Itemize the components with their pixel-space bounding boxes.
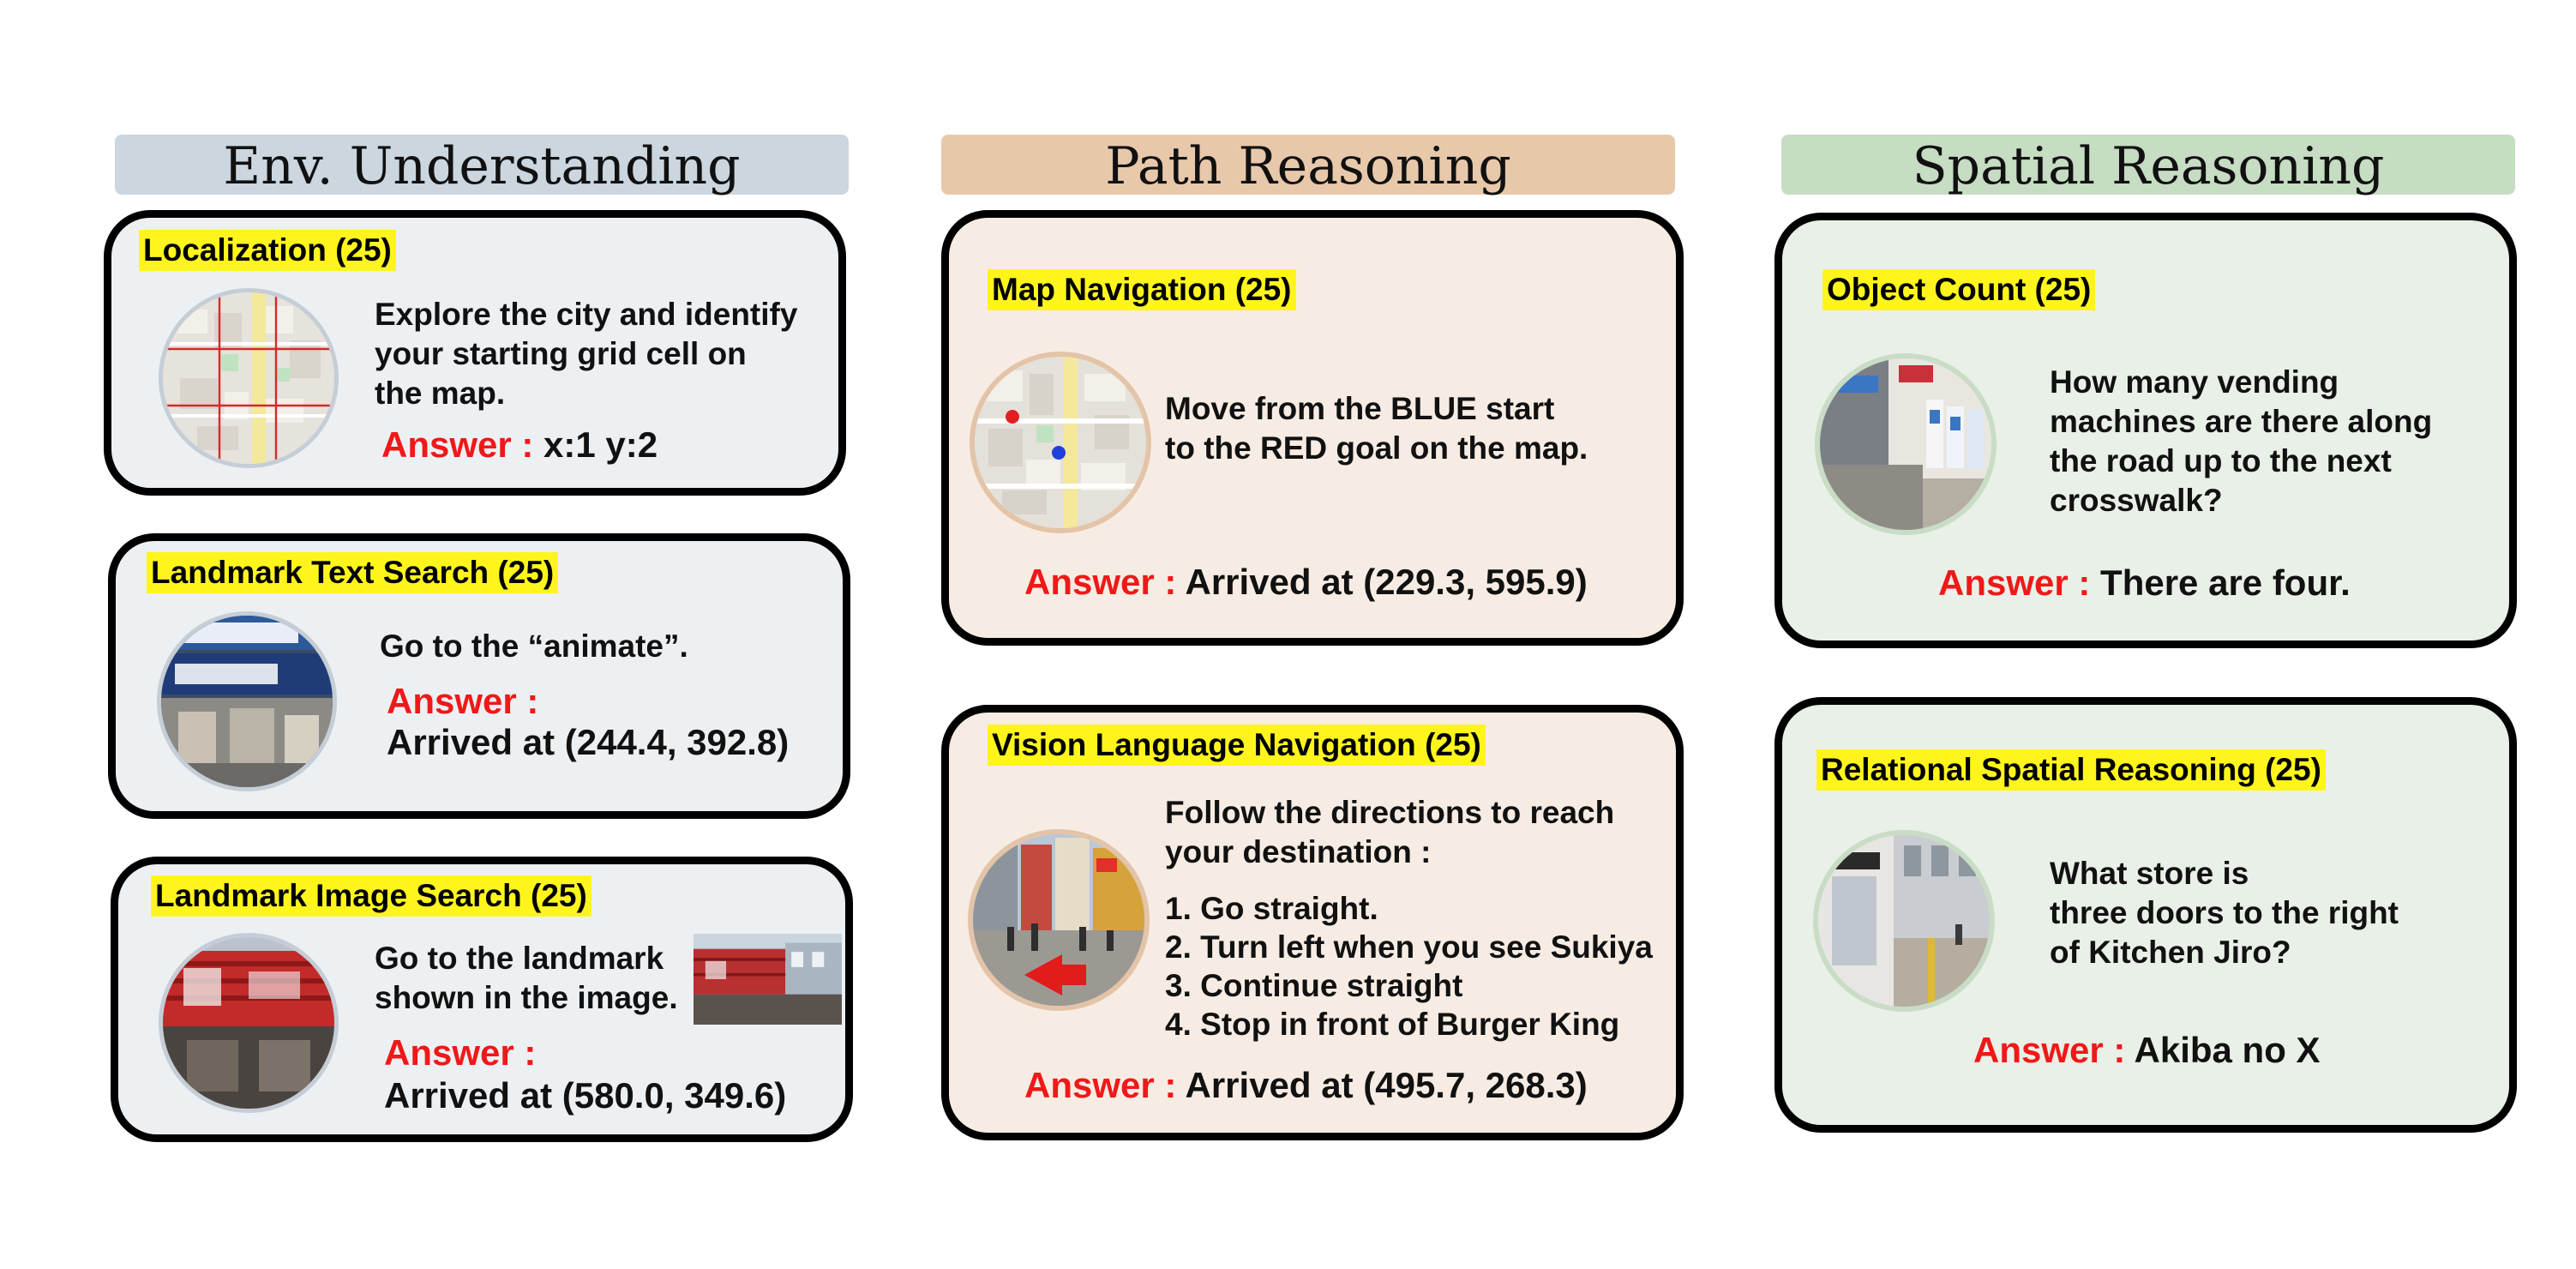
relational-spatial-reasoning-tag: Relational Spatial Reasoning (25) [1816,749,2326,791]
localization-card: Localization (25) Explore the city and i… [104,210,846,496]
vision-language-navigation-instruction-line-2: your destination : [1165,834,1432,869]
object-count-card: Object Count (25) How many vending machi… [1774,213,2517,648]
landmark-text-search-card: Landmark Text Search (25) Go to the “ani… [108,533,850,819]
vision-language-navigation-tag: Vision Language Navigation (25) [988,725,1486,766]
landmark-image-search-answer: Arrived at (580.0, 349.6) [384,1075,787,1116]
object-count-question-line-2: machines are there along [2050,404,2433,439]
object-count-street-thumbnail [1815,353,1997,535]
vision-language-navigation-step-2: 2. Turn left when you see Sukiya [1165,929,1653,965]
answer-label: Answer : [387,681,539,721]
column-header-env-understanding: Env. Understanding [115,135,849,196]
answer-label: Answer : [1938,562,2091,603]
vision-language-navigation-step-4: 4. Stop in front of Burger King [1165,1007,1620,1042]
column-header-path-reasoning: Path Reasoning [941,135,1675,196]
answer-value: There are four. [2100,562,2351,603]
relational-spatial-reasoning-card: Relational Spatial Reasoning (25) What s… [1774,697,2517,1133]
relational-spatial-reasoning-question-line-3: of Kitchen Jiro? [2050,935,2291,970]
landmark-image-search-card: Landmark Image Search (25) Go to the lan… [111,857,853,1142]
map-navigation-answer: Answer : Arrived at (229.3, 595.9) [1024,561,1588,604]
landmark-text-search-question: Go to the “animate”. [380,628,688,664]
map-navigation-question-line-2: to the RED goal on the map. [1165,430,1588,466]
answer-value: Akiba no X [2134,1030,2321,1070]
object-count-question-line-4: crosswalk? [2050,483,2223,518]
landmark-text-search-answer-label: Answer : [387,680,538,723]
answer-label: Answer : [1973,1030,2126,1070]
map-navigation-card: Map Navigation (25) Move from the BLUE s… [941,210,1684,646]
relational-spatial-reasoning-answer: Answer : Akiba no X [1973,1029,2321,1072]
map-navigation-map-thumbnail [970,352,1151,533]
landmark-image-search-question-line-2: shown in the image. [375,980,678,1015]
relational-spatial-reasoning-question-line-2: three doors to the right [2050,895,2399,930]
answer-label: Answer : [1024,562,1177,602]
start-marker [1052,446,1066,460]
answer-value: x:1 y:2 [543,424,658,465]
localization-tag: Localization (25) [139,230,396,271]
landmark-image-search-tag: Landmark Image Search (25) [151,875,591,917]
landmark-text-search-tag: Landmark Text Search (25) [147,552,559,593]
answer-label: Answer : [384,1032,537,1073]
answer-label: Answer : [381,424,534,465]
landmark-image-search-answer-label: Answer : [384,1031,536,1074]
relational-spatial-reasoning-street-thumbnail [1813,830,1995,1012]
landmark-reference-image [694,934,842,1025]
vision-language-navigation-step-1: 1. Go straight. [1165,891,1378,926]
object-count-answer: Answer : There are four. [1938,562,2351,604]
landmark-text-search-photo-thumbnail [157,611,337,791]
map-navigation-question-line-1: Move from the BLUE start [1165,391,1555,426]
answer-value: Arrived at (495.7, 268.3) [1185,1065,1588,1105]
map-navigation-tag: Map Navigation (25) [988,269,1296,310]
localization-question-line-1: Explore the city and identify [375,297,798,332]
vision-language-navigation-instruction-line-1: Follow the directions to reach [1165,795,1615,830]
vision-language-navigation-step-3: 3. Continue straight [1165,968,1463,1003]
vision-language-navigation-card: Vision Language Navigation (25) Follow t… [941,705,1684,1140]
localization-map-thumbnail [159,288,339,468]
localization-question-line-2: your starting grid cell on [375,336,747,371]
vision-language-navigation-answer: Answer : Arrived at (495.7, 268.3) [1024,1064,1588,1107]
landmark-text-search-answer: Arrived at (244.4, 392.8) [387,722,790,762]
column-header-spatial-reasoning: Spatial Reasoning [1781,135,2515,196]
localization-answer: Answer : x:1 y:2 [381,424,658,466]
object-count-question-line-3: the road up to the next [2050,443,2392,478]
answer-value: Arrived at (229.3, 595.9) [1185,562,1588,602]
turn-arrow [1024,954,1086,995]
object-count-question-line-1: How many vending [2050,364,2339,400]
landmark-image-search-photo-thumbnail [159,933,339,1113]
relational-spatial-reasoning-question-line-1: What store is [2050,856,2249,891]
landmark-image-search-question-line-1: Go to the landmark [375,941,664,976]
answer-label: Answer : [1024,1065,1177,1105]
localization-question-line-3: the map. [375,376,506,411]
goal-marker [1006,410,1019,424]
object-count-tag: Object Count (25) [1822,269,2096,310]
vision-language-navigation-street-thumbnail [968,829,1150,1011]
